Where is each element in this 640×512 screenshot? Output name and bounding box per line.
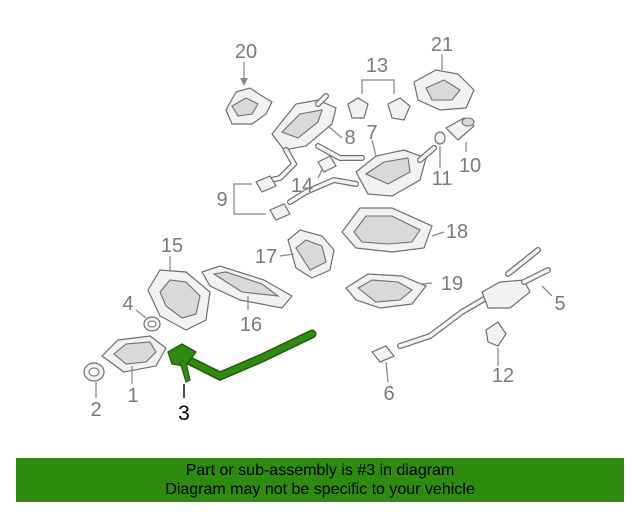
part-3-front-pipe xyxy=(167,329,317,398)
callout-2: 2 xyxy=(90,399,101,421)
part-17-heat-shield xyxy=(279,229,335,279)
part-2-gasket xyxy=(83,362,105,398)
footer-line-2: Diagram may not be specific to your vehi… xyxy=(165,481,475,498)
part-20-heat-shield xyxy=(225,62,273,125)
part-12-bracket xyxy=(485,321,507,366)
callout-12: 12 xyxy=(492,365,514,387)
part-6-hanger xyxy=(371,345,395,383)
part-4-gasket xyxy=(135,309,161,332)
footer-banner: Part or sub-assembly is #3 in diagram Di… xyxy=(16,458,624,502)
callout-5: 5 xyxy=(554,293,565,315)
part-13-brackets xyxy=(347,79,411,121)
parts-diagram: 20 13 21 8 7 10 11 14 9 18 17 15 19 4 16… xyxy=(83,34,566,425)
callout-8: 8 xyxy=(344,127,355,149)
callout-20: 20 xyxy=(235,41,257,63)
part-14-hanger xyxy=(317,155,337,179)
callout-13: 13 xyxy=(366,55,388,77)
callout-14: 14 xyxy=(291,175,313,197)
part-18-heat-shield xyxy=(341,207,445,253)
callout-16: 16 xyxy=(240,314,262,336)
part-21-heat-shield xyxy=(413,54,475,111)
part-16-heat-shield xyxy=(201,265,293,310)
part-15-heat-shield xyxy=(147,256,211,331)
callout-9: 9 xyxy=(216,189,227,211)
part-7-muffler xyxy=(287,139,437,205)
part-11-clamp xyxy=(434,131,446,168)
callout-11: 11 xyxy=(432,168,453,190)
callout-19: 19 xyxy=(441,273,463,295)
part-19-heat-shield xyxy=(345,273,433,309)
part-1-catalytic-converter xyxy=(101,335,167,384)
callout-15: 15 xyxy=(161,235,183,257)
callout-6: 6 xyxy=(383,383,394,405)
part-10-exhaust-tip xyxy=(445,117,475,152)
callout-4: 4 xyxy=(122,293,133,315)
part-5-rear-pipe xyxy=(397,247,553,349)
footer-line-1: Part or sub-assembly is #3 in diagram xyxy=(185,462,455,479)
part-8-bracket xyxy=(315,143,365,161)
callout-18: 18 xyxy=(446,221,468,243)
callout-17: 17 xyxy=(255,246,277,268)
callout-21: 21 xyxy=(431,34,453,56)
part-9-clamps xyxy=(233,175,291,221)
callout-10: 10 xyxy=(459,155,481,177)
callout-7: 7 xyxy=(366,122,377,144)
callout-1: 1 xyxy=(127,385,138,407)
callout-3: 3 xyxy=(178,402,190,425)
